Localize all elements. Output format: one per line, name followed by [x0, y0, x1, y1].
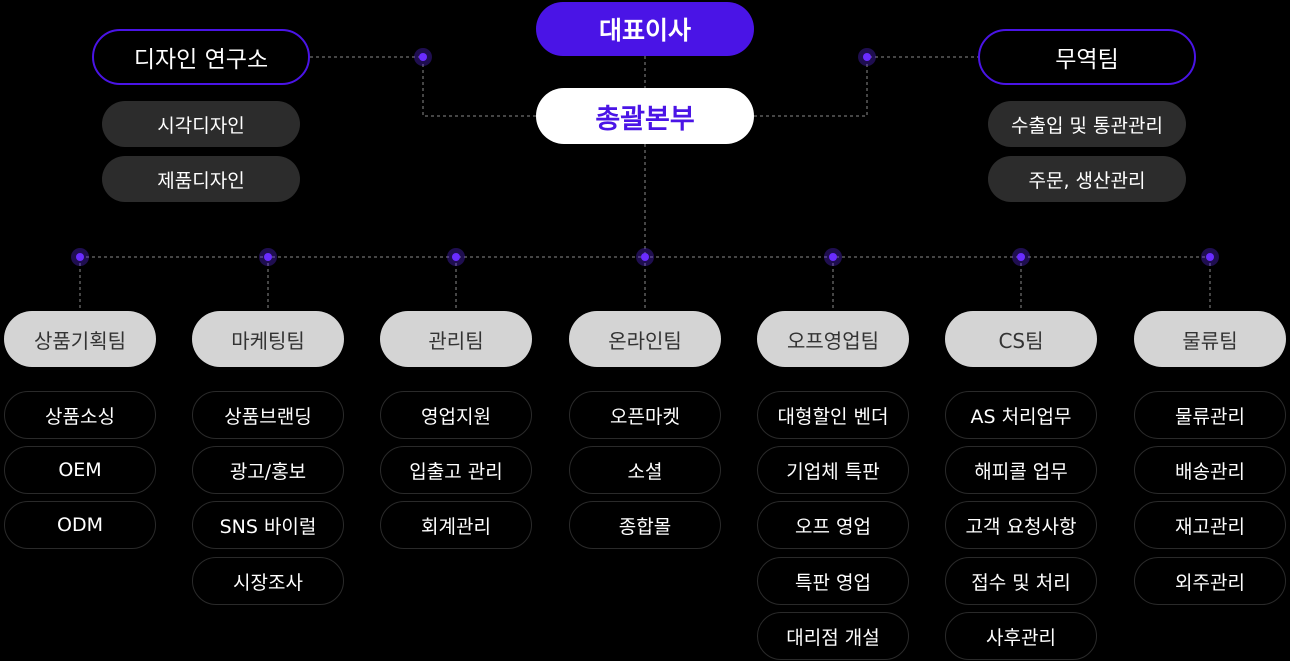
team-node-offline-sales: 오프영업팀	[757, 311, 909, 367]
team-item: 오픈마켓	[569, 391, 721, 439]
team-item: 종합몰	[569, 501, 721, 549]
team-node-online: 온라인팀	[569, 311, 721, 367]
design-lab-item: 시각디자인	[102, 101, 300, 147]
team-node-cs: CS팀	[945, 311, 1097, 367]
junction-dot	[1017, 253, 1025, 261]
connector-hq-design-lab	[310, 56, 536, 117]
team-item: 재고관리	[1134, 501, 1286, 549]
team-item: 회계관리	[380, 501, 532, 549]
trade-team-item: 수출입 및 통관관리	[988, 101, 1186, 147]
team-item: 사후관리	[945, 612, 1097, 660]
team-node-marketing: 마케팅팀	[192, 311, 344, 367]
team-item: 기업체 특판	[757, 446, 909, 494]
team-item: 배송관리	[1134, 446, 1286, 494]
team-item: OEM	[4, 446, 156, 494]
ceo-node: 대표이사	[536, 2, 754, 56]
trade-team-item: 주문, 생산관리	[988, 156, 1186, 202]
team-item: 물류관리	[1134, 391, 1286, 439]
team-item: ODM	[4, 501, 156, 549]
team-item: 시장조사	[192, 557, 344, 605]
team-item: SNS 바이럴	[192, 501, 344, 549]
design-lab-node: 디자인 연구소	[92, 29, 310, 85]
team-item: 외주관리	[1134, 557, 1286, 605]
team-item: 입출고 관리	[380, 446, 532, 494]
team-item: 상품브랜딩	[192, 391, 344, 439]
headquarters-node: 총괄본부	[536, 88, 754, 144]
team-item: 특판 영업	[757, 557, 909, 605]
team-node-product-planning: 상품기획팀	[4, 311, 156, 367]
design-lab-item: 제품디자인	[102, 156, 300, 202]
team-item: 영업지원	[380, 391, 532, 439]
junction-dot	[264, 253, 272, 261]
junction-dot	[76, 253, 84, 261]
junction-dot	[419, 53, 427, 61]
team-node-logistics: 물류팀	[1134, 311, 1286, 367]
team-item: 오프 영업	[757, 501, 909, 549]
connector-hq-trade-team	[754, 56, 978, 117]
team-item: AS 처리업무	[945, 391, 1097, 439]
junction-dot	[452, 253, 460, 261]
team-item: 소셜	[569, 446, 721, 494]
junction-dot	[1206, 253, 1214, 261]
trade-team-node: 무역팀	[978, 29, 1196, 85]
team-item: 광고/홍보	[192, 446, 344, 494]
team-item: 해피콜 업무	[945, 446, 1097, 494]
team-item: 고객 요청사항	[945, 501, 1097, 549]
team-item: 접수 및 처리	[945, 557, 1097, 605]
junction-dot	[863, 53, 871, 61]
team-item: 상품소싱	[4, 391, 156, 439]
team-node-management: 관리팀	[380, 311, 532, 367]
team-item: 대리점 개설	[757, 612, 909, 660]
junction-dot	[829, 253, 837, 261]
team-item: 대형할인 벤더	[757, 391, 909, 439]
junction-dot	[641, 253, 649, 261]
